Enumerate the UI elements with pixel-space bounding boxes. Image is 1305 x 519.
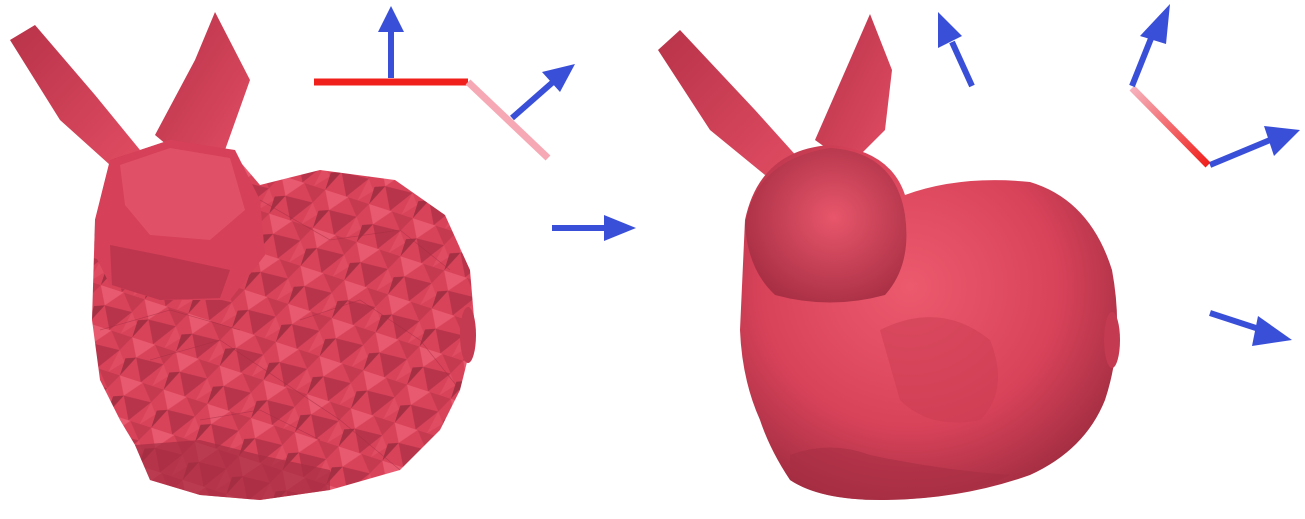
bunny-tail — [1104, 312, 1120, 368]
normal-arrow — [1210, 313, 1262, 330]
normal-arrow — [512, 82, 553, 118]
arrow-head-icon — [938, 12, 962, 48]
normal-arrow — [1210, 140, 1270, 165]
bunny-tail — [460, 307, 476, 363]
curve-segment — [1132, 88, 1208, 165]
normal-arrow — [1132, 36, 1152, 86]
arrow-head-icon — [378, 6, 404, 32]
bunny-ear-right — [815, 14, 892, 165]
normal-arrow — [952, 42, 972, 86]
arrow-head-icon — [604, 215, 636, 241]
arrow-head-icon — [1140, 4, 1170, 44]
bunny-ear-left — [10, 25, 140, 165]
arrow-head-icon — [1264, 126, 1300, 156]
arrow-head-icon — [1252, 316, 1292, 346]
bunny-ear-left — [658, 30, 800, 175]
bunny-ear-right — [155, 12, 250, 160]
